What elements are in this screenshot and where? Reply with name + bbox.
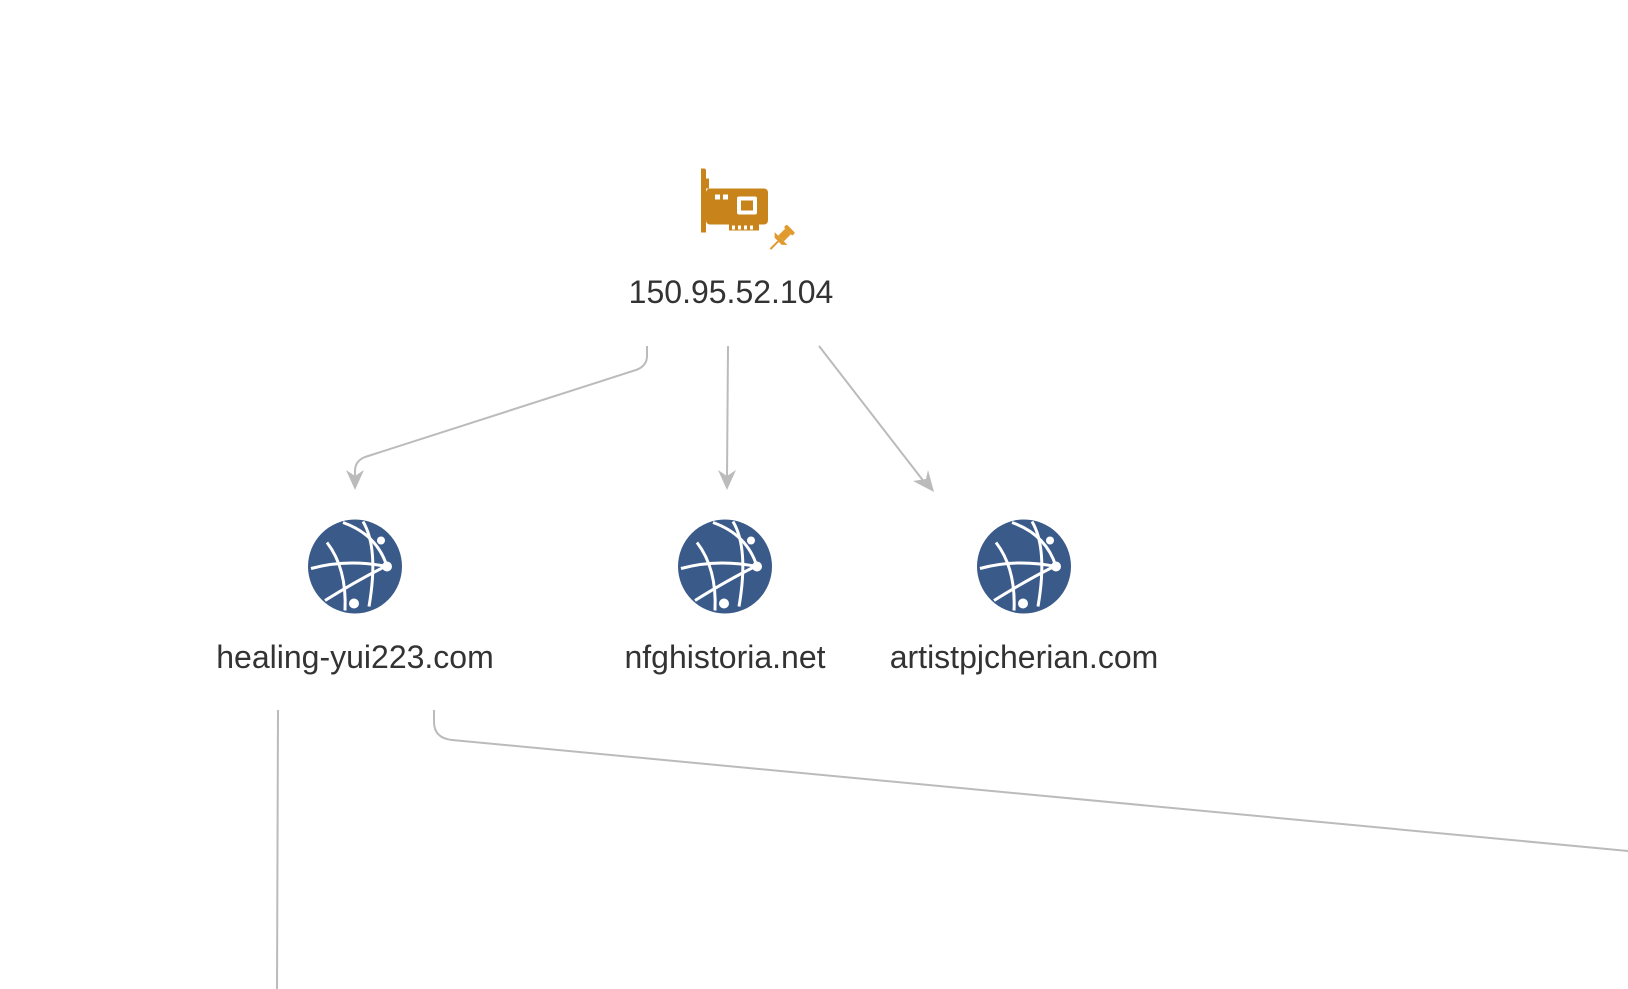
node-label-nfghistoria: nfghistoria.net [624, 639, 826, 675]
network-card-icon [691, 167, 771, 244]
globe-icon [677, 519, 773, 620]
globe-icon [976, 519, 1072, 620]
edge-healing-right[interactable] [433, 710, 1628, 852]
pushpin-icon[interactable] [764, 222, 798, 261]
edge-root-to-artistpjcherian[interactable] [818, 345, 934, 492]
edge-root-to-nfghistoria[interactable] [718, 345, 736, 490]
globe-icon [307, 519, 403, 620]
node-label-ip: 150.95.52.104 [628, 274, 834, 310]
edge-root-to-healing[interactable] [346, 346, 648, 490]
edge-healing-down[interactable] [276, 709, 279, 989]
node-label-artistpjcherian: artistpjcherian.com [889, 639, 1159, 675]
node-label-healing: healing-yui223.com [216, 639, 494, 675]
